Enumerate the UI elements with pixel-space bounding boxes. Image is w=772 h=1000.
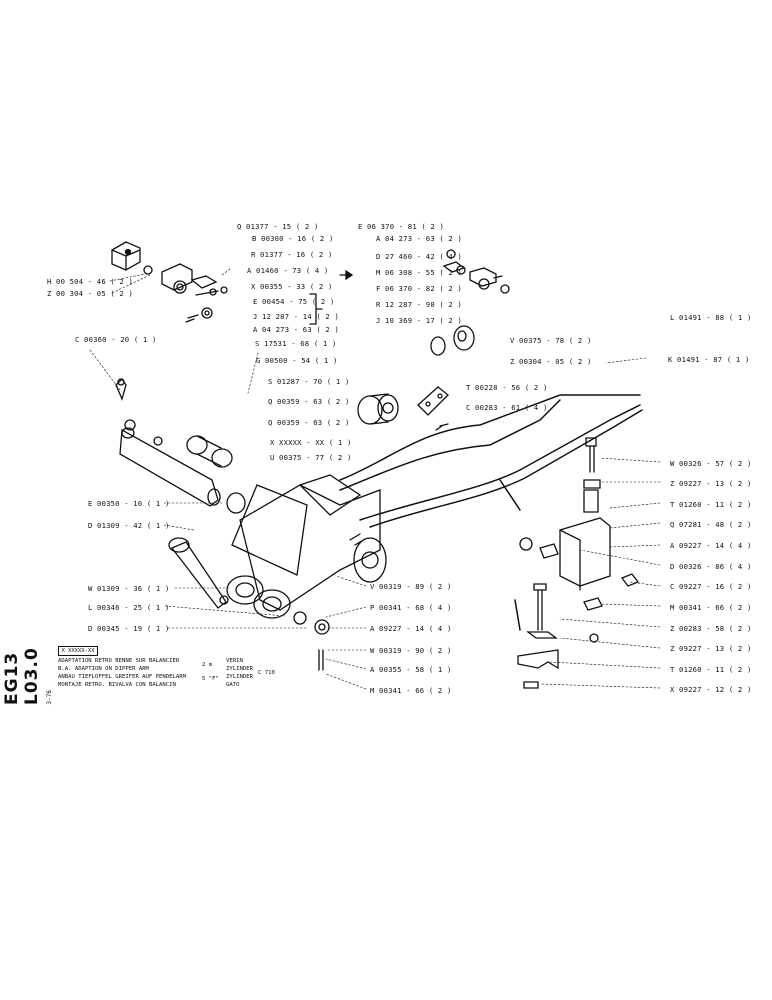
part-label: Q 00359 - 63 ( 2 )	[268, 397, 350, 406]
arrow	[339, 269, 354, 281]
desc-fr: ADAPTATION RETRO BENNE SUR BALANCIER	[58, 658, 180, 664]
part-label: E 06 370 - 81 ( 2 )	[358, 222, 445, 231]
part-label: Z 00304 - 05 ( 2 )	[510, 357, 592, 366]
part-label: X XXXXX - XX ( 1 )	[270, 438, 352, 447]
part-name-fr: VERIN	[226, 658, 243, 664]
part-label: T 01260 - 11 ( 2 )	[670, 500, 752, 509]
cylinder-bush	[357, 393, 399, 425]
desc-es: MONTAJE RETRO. BIVALVA CON BALANCIN	[58, 682, 176, 688]
part-label: R 01377 - 16 ( 2 )	[251, 250, 333, 259]
tee-fittings	[442, 249, 510, 294]
model: C 710	[258, 670, 275, 676]
support-bracket	[519, 517, 640, 591]
part-name-de: ZYLINDER	[226, 674, 253, 680]
part-label: A 04 273 - 63 ( 2 )	[376, 234, 463, 243]
spacer-bushings	[186, 435, 246, 514]
part-label: Z 09227 - 13 ( 2 )	[670, 479, 752, 488]
lower-clamp	[517, 583, 603, 689]
part-label: G 00500 - 54 ( 1 )	[256, 356, 338, 365]
part-label: T 01260 - 11 ( 2 )	[670, 665, 752, 674]
part-label: F 06 370 - 82 ( 2 )	[376, 284, 463, 293]
part-label: A 09227 - 14 ( 4 )	[370, 624, 452, 633]
part-label: S 01287 - 70 ( 1 )	[268, 377, 350, 386]
part-label: J 12 287 - 14 ( 2 )	[253, 312, 340, 321]
part-label: T 00228 - 56 ( 2 )	[466, 383, 548, 392]
part-label: C 00360 - 20 ( 1 )	[75, 335, 157, 344]
bolt-and-nuts	[583, 437, 601, 513]
dipper-arm	[226, 474, 387, 619]
small-parts	[293, 611, 330, 671]
part-label: D 00345 - 19 ( 1 )	[88, 624, 170, 633]
hydraulic-pipes	[339, 394, 643, 631]
part-label: R 12 287 - 90 ( 2 )	[376, 300, 463, 309]
small-bolts	[185, 307, 213, 323]
part-label: V 00319 - 89 ( 2 )	[370, 582, 452, 591]
block-fitting	[111, 241, 153, 275]
part-label: L 00346 - 25 ( 1 )	[88, 603, 170, 612]
part-label: W 01309 - 36 ( 1 )	[88, 584, 170, 593]
part-name-es: GATO	[226, 682, 240, 688]
part-label: A 09227 - 14 ( 4 )	[670, 541, 752, 550]
part-label: D 01309 - 42 ( 1 )	[88, 521, 170, 530]
part-label: H 00 504 - 46 ( 2 )	[47, 277, 134, 286]
qty-1: 2 m	[202, 662, 213, 668]
part-label: Q 07281 - 48 ( 2 )	[670, 520, 752, 529]
part-label: E 00454 - 75 ( 2 )	[253, 297, 335, 306]
part-label: M 00341 - 66 ( 2 )	[670, 603, 752, 612]
clip-bracket	[417, 386, 449, 431]
part-label: P 00341 - 68 ( 4 )	[370, 603, 452, 612]
part-label: A 00355 - 58 ( 1 )	[370, 665, 452, 674]
part-label: D 00326 - 86 ( 4 )	[670, 562, 752, 571]
bracket-line	[309, 293, 323, 325]
desc-en: B.A. ADAPTION ON DIPPER ARM	[58, 666, 149, 672]
ref-box: X XXXXX-XX	[58, 646, 98, 656]
part-label: Z 00 304 - 05 ( 2 )	[47, 289, 134, 298]
elbow-fitting	[161, 263, 228, 296]
part-label: Q 01377 - 15 ( 2 )	[237, 222, 319, 231]
title-block: X XXXXX-XX ADAPTATION RETRO BENNE SUR BA…	[58, 646, 288, 696]
qty-2: 5 "F"	[202, 676, 219, 682]
part-label: W 00319 - 90 ( 2 )	[370, 646, 452, 655]
lower-pin	[168, 537, 229, 609]
part-label: M 06 308 - 55 ( 2 )	[376, 268, 463, 277]
part-label: Z 00283 - 58 ( 2 )	[670, 624, 752, 633]
part-label: X 00355 - 33 ( 2 )	[251, 282, 333, 291]
rubber-bushing	[430, 325, 475, 356]
part-label: B 00300 - 16 ( 2 )	[252, 234, 334, 243]
part-label: U 00375 - 77 ( 2 )	[270, 453, 352, 462]
part-label: Z 09227 - 13 ( 2 )	[670, 644, 752, 653]
part-label: M 00341 - 66 ( 2 )	[370, 686, 452, 695]
pin-and-clip	[115, 377, 221, 507]
sheet-code: EG13 L03.0	[2, 647, 42, 705]
leader-lines	[89, 268, 661, 690]
part-label: X 09227 - 12 ( 2 )	[670, 685, 752, 694]
desc-de: ANBAU TIEFLOFFEL GREIFER AUF PENDELARM	[58, 674, 186, 680]
part-label: S 17531 - 68 ( 1 )	[255, 339, 337, 348]
part-label: D 27 460 - 42 ( 4 )	[376, 252, 463, 261]
part-label: L 01491 - 88 ( 1 )	[670, 313, 752, 322]
part-label: Q 00359 - 63 ( 2 )	[268, 418, 350, 427]
part-label: A 04 273 - 63 ( 2 )	[253, 325, 340, 334]
sheet-sub: 3-76	[46, 690, 53, 705]
part-name-en: ZYLINDER	[226, 666, 253, 672]
part-label: E 00350 - 10 ( 1 )	[88, 499, 170, 508]
part-label: J 10 369 - 17 ( 2 )	[376, 316, 463, 325]
part-label: C 09227 - 16 ( 2 )	[670, 582, 752, 591]
part-label: K 01491 - 87 ( 1 )	[668, 355, 750, 364]
part-label: W 00326 - 57 ( 2 )	[670, 459, 752, 468]
part-label: C 00283 - 61 ( 4 )	[466, 403, 548, 412]
part-label: A 01460 - 73 ( 4 )	[247, 266, 329, 275]
part-label: V 00375 - 78 ( 2 )	[510, 336, 592, 345]
